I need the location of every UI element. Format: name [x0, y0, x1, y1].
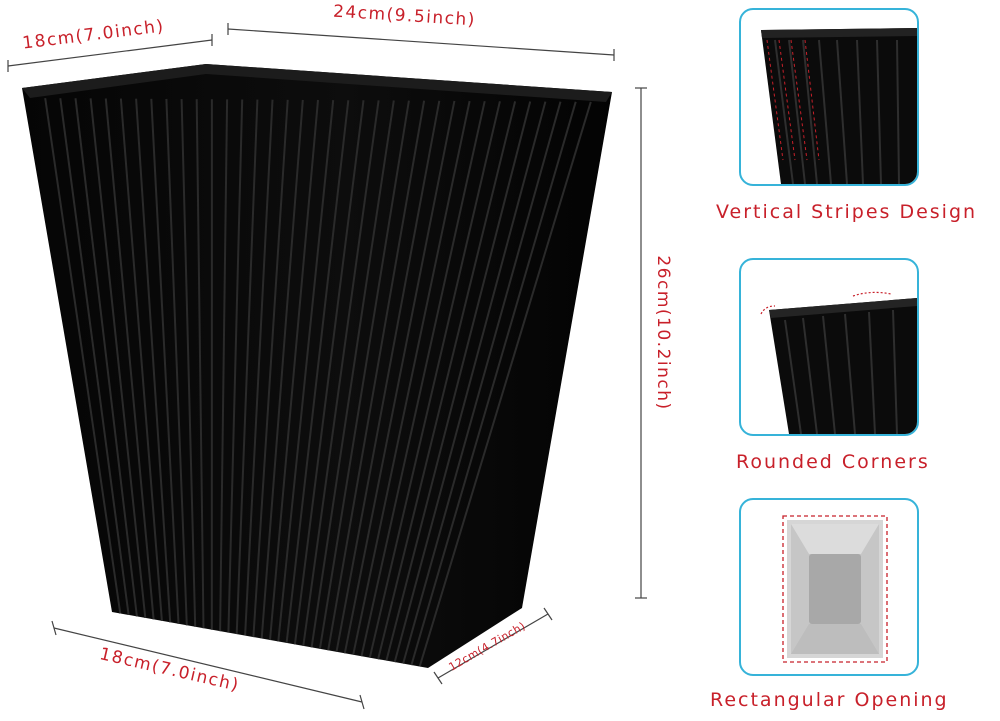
- rib: [335, 100, 441, 652]
- rib: [135, 98, 172, 623]
- rib: [89, 98, 147, 619]
- stripes-closeup-icon: [761, 28, 917, 184]
- rib: [227, 99, 244, 633]
- rib: [235, 99, 259, 635]
- rib: [165, 98, 188, 626]
- rib: [360, 100, 486, 657]
- rib: [195, 99, 205, 629]
- rib: [385, 101, 532, 661]
- stripes-closeup: [739, 8, 919, 186]
- feature-label-rounded: Rounded Corners: [736, 451, 930, 473]
- opening-top-view-icon: [782, 515, 888, 663]
- vertical-ribs: [44, 97, 592, 667]
- rib: [377, 101, 517, 660]
- rib: [285, 100, 350, 644]
- rib: [180, 99, 197, 627]
- rib: [269, 99, 319, 641]
- bottom-depth-line: [437, 613, 549, 679]
- top-depth-line: [7, 39, 213, 67]
- rib: [327, 100, 426, 651]
- rim-closeup: [739, 258, 919, 436]
- basket-rim: [22, 64, 612, 102]
- rib: [252, 99, 289, 638]
- top-width-line: [227, 28, 615, 56]
- rib: [44, 97, 122, 614]
- feature-label-stripes: Vertical Stripes Design: [716, 201, 978, 223]
- rib: [150, 98, 180, 624]
- rib: [318, 100, 410, 649]
- feature-label-opening: Rectangular Opening: [710, 689, 949, 711]
- rib: [119, 98, 163, 621]
- rib: [104, 98, 155, 620]
- rib: [393, 101, 547, 663]
- dimension-lines: [7, 23, 647, 710]
- rib: [59, 98, 130, 616]
- bottom-width-line: [53, 627, 363, 703]
- rib: [302, 100, 380, 647]
- rib: [219, 99, 229, 632]
- rib: [244, 99, 274, 636]
- rib: [368, 101, 501, 658]
- opening-closeup: [739, 498, 919, 676]
- rib: [343, 100, 456, 654]
- rib: [277, 99, 335, 642]
- rib: [310, 100, 395, 648]
- rib: [260, 99, 304, 639]
- rib: [402, 101, 562, 664]
- rib: [293, 100, 365, 645]
- rib: [410, 101, 577, 666]
- rib: [352, 100, 471, 655]
- rib: [418, 101, 592, 667]
- height-label: 26cm(10.2inch): [653, 255, 673, 411]
- rim-closeup-icon: [760, 291, 917, 434]
- rib: [74, 98, 138, 617]
